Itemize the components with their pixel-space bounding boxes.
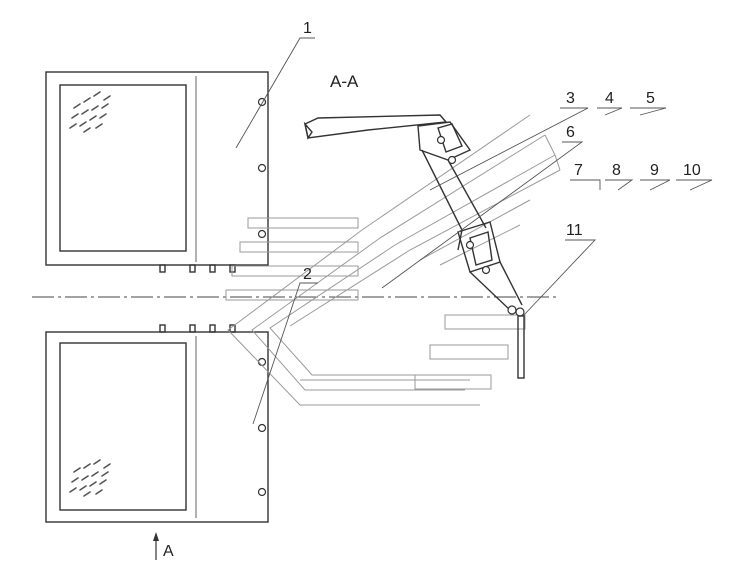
section-label: A-A xyxy=(330,72,359,91)
bolt xyxy=(257,487,267,497)
bolt xyxy=(465,240,475,250)
bolt xyxy=(257,229,267,239)
bolt xyxy=(257,163,267,173)
part-number-2: 2 xyxy=(303,266,312,283)
view-arrow xyxy=(153,532,159,560)
pivot-bolt xyxy=(507,305,517,315)
upper-cabinet-feet xyxy=(159,264,236,273)
view-label: A xyxy=(163,543,174,560)
mounting-arm xyxy=(303,114,525,379)
part-number-5: 5 xyxy=(646,90,655,107)
part-number-4: 4 xyxy=(605,90,614,107)
part-number-3: 3 xyxy=(566,90,575,107)
bolt xyxy=(257,423,267,433)
lower-cabinet xyxy=(45,324,269,523)
part-number-8: 8 xyxy=(612,162,621,179)
upper-cabinet xyxy=(45,71,269,273)
part-number-1: 1 xyxy=(303,20,312,37)
part-number-7: 7 xyxy=(574,162,583,179)
bolt xyxy=(481,265,491,275)
bolt xyxy=(447,155,457,165)
pivot-bolt xyxy=(515,307,525,317)
lower-cabinet-vent xyxy=(69,459,111,497)
part-number-10: 10 xyxy=(683,162,701,179)
part-number-11: 11 xyxy=(566,222,583,239)
bolt xyxy=(436,135,446,145)
chevron-outline xyxy=(225,114,561,406)
leader-lines xyxy=(235,37,713,425)
lower-cabinet-feet xyxy=(159,324,236,333)
upper-cabinet-vent xyxy=(69,91,111,133)
part-number-9: 9 xyxy=(650,162,659,179)
bolt xyxy=(257,357,267,367)
hanging-bracket xyxy=(517,315,525,379)
part-number-6: 6 xyxy=(566,124,575,141)
